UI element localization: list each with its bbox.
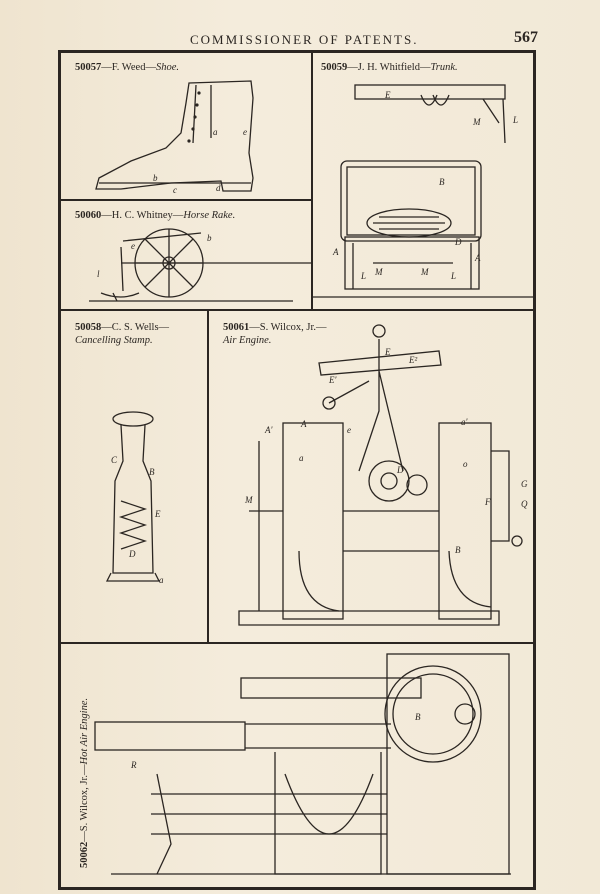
label-A: A [332,247,339,257]
label-a: a [159,575,164,585]
label-B: B [439,177,445,187]
figure-cancelling-stamp: 50058—C. S. Wells—Cancelling Stamp. C B … [60,310,208,643]
label-b: b [207,233,212,243]
figure-air-engine: 50061—S. Wilcox, Jr.—Air Engine. E [208,310,534,643]
rake-drawing: b e l [89,228,311,302]
label-a-prime: a' [461,417,469,427]
label-e: e [131,241,135,251]
caption-cancelling-stamp: 50058—C. S. Wells—Cancelling Stamp. [75,322,170,346]
label-A-prime: A' [264,425,273,435]
label-Q: Q [521,499,528,509]
trunk-drawing: E M L B A A M M L L D [313,84,533,298]
air-engine-drawing: E E² E' A A' e a a' D M o B G Q F [238,324,528,626]
label-e: e [347,425,351,435]
label-A: A [300,419,307,429]
label-M: M [244,495,253,505]
label-d: d [216,183,221,193]
label-G: G [521,479,528,489]
label-a: a [213,127,218,137]
label-a: a [299,453,304,463]
label-R: R [130,760,137,770]
figure-number: 50057 [75,62,102,73]
label-l: l [97,269,100,279]
plate-frame: 50057—F. Weed—Shoe. a b c d e 50059—J. H… [58,50,536,890]
label-E: E [384,347,391,357]
label-B: B [415,712,421,722]
label-E: E [154,509,161,519]
caption-air-engine: 50061—S. Wilcox, Jr.—Air Engine. [223,322,327,346]
label-E-prime: E' [328,375,337,385]
figure-shoe: 50057—F. Weed—Shoe. a b c d e [60,52,312,200]
label-B: B [149,467,155,477]
caption-shoe: 50057—F. Weed—Shoe. [75,62,179,73]
svg-text:M: M [374,267,383,277]
svg-text:L: L [450,271,456,281]
figure-hot-air-engine: B R [60,643,534,888]
label-L: L [512,115,518,125]
label-D: D [454,237,462,247]
running-head: COMMISSIONER OF PATENTS. [190,32,419,47]
label-M: M [472,117,481,127]
label-D: D [396,465,404,475]
label-F: F [484,497,491,507]
shoe-drawing: a b c d e [95,80,254,195]
caption-trunk: 50059—J. H. Whitfield—Trunk. [321,62,458,73]
label-B: B [455,545,461,555]
label-E2: E² [408,355,417,365]
stamp-drawing: C B E D a [105,411,164,585]
label-c: c [173,185,177,195]
label-E: E [384,90,391,100]
label-A2: A [474,253,481,263]
hot-air-engine-drawing: B R [94,653,511,875]
svg-text:L: L [360,271,366,281]
label-o: o [463,459,468,469]
page-number: 567 [514,29,538,46]
label-b: b [153,173,158,183]
label-e: e [243,127,247,137]
figure-horse-rake: 50060—H. C. Whitney—Horse Rake. b e l [60,200,312,310]
caption-hot-air-engine: 50062—S. Wilcox, Jr.—Hot Air Engine. [79,697,90,868]
figure-trunk: 50059—J. H. Whitfield—Trunk. E M L B A A… [312,52,534,310]
label-C: C [111,455,118,465]
svg-text:M: M [420,267,429,277]
label-D: D [128,549,136,559]
caption-horse-rake: 50060—H. C. Whitney—Horse Rake. [75,210,236,221]
